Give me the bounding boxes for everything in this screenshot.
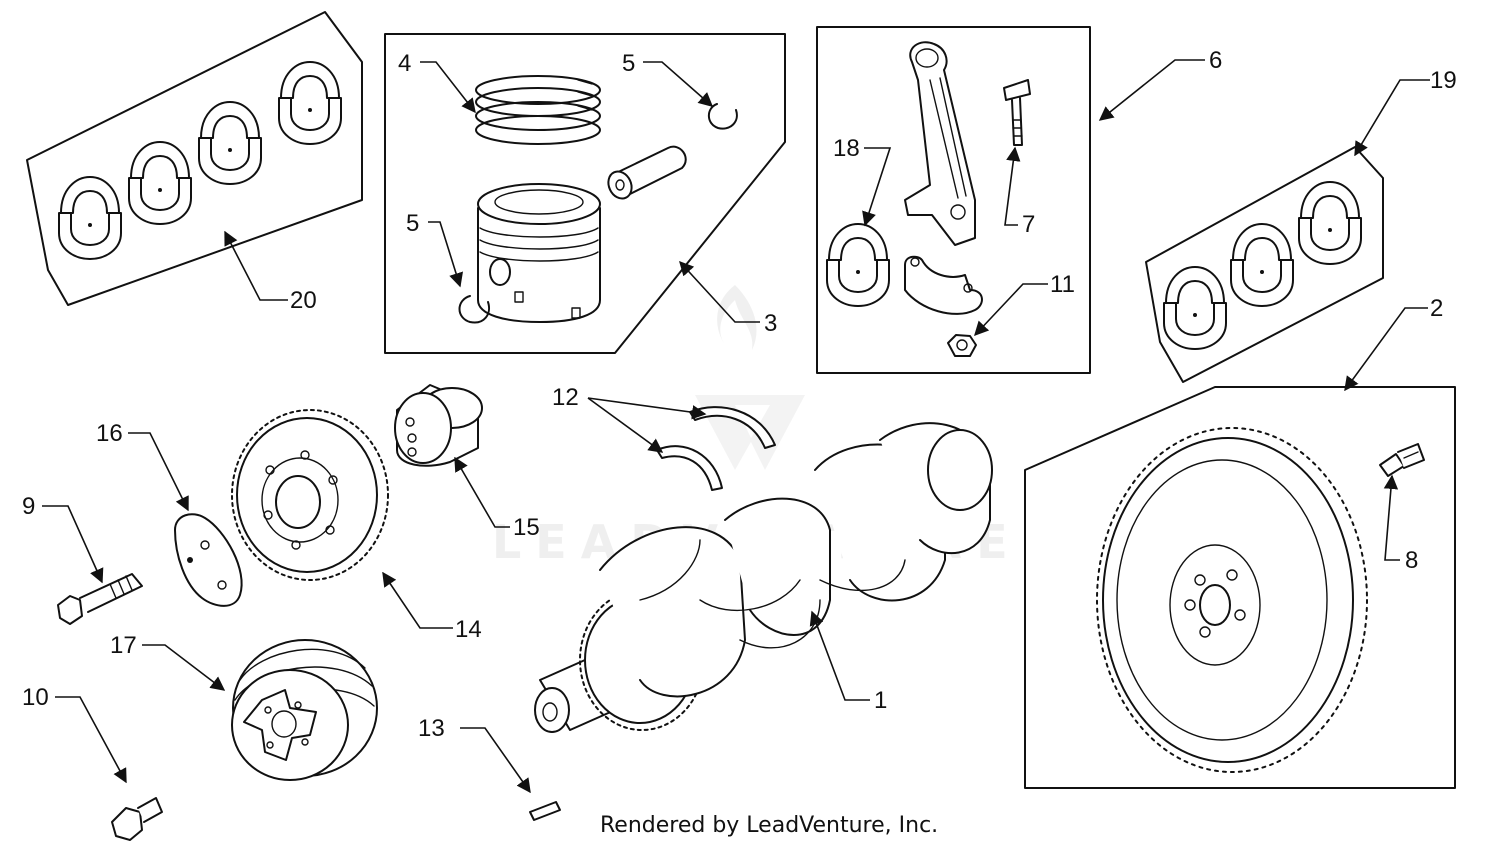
- piston-ring-set-4[interactable]: [475, 75, 601, 145]
- bolt-9[interactable]: [57, 573, 143, 625]
- callout-2: 2: [1430, 295, 1443, 322]
- callout-1: 1: [874, 687, 887, 714]
- callout-19: 19: [1430, 67, 1457, 94]
- bearing-set-19[interactable]: [1145, 146, 1384, 383]
- thrust-plate-16[interactable]: [174, 513, 243, 607]
- piston-assembly-3[interactable]: [384, 33, 786, 354]
- callout-14: 14: [455, 616, 482, 643]
- callout-9: 9: [22, 493, 35, 520]
- callout-15: 15: [513, 514, 540, 541]
- rod-bearing-shells-18[interactable]: [826, 223, 890, 307]
- crank-pulley-17[interactable]: [231, 639, 378, 781]
- circlip-5-top[interactable]: [707, 103, 738, 130]
- bushing-15[interactable]: [394, 384, 483, 467]
- woodruff-key-13[interactable]: [529, 801, 561, 821]
- flywheel-bolt-8[interactable]: [1379, 443, 1425, 477]
- crankshaft-1[interactable]: [534, 422, 993, 733]
- callout-18: 18: [833, 135, 860, 162]
- callout-4: 4: [398, 50, 411, 77]
- callout-5-left: 5: [406, 210, 419, 237]
- callout-7: 7: [1022, 211, 1035, 238]
- callout-leaders: [42, 59, 1430, 794]
- bolt-10[interactable]: [111, 797, 163, 841]
- render-credit: Rendered by LeadVenture, Inc.: [600, 813, 938, 838]
- piston-pin[interactable]: [604, 145, 687, 203]
- callout-8: 8: [1405, 547, 1418, 574]
- callout-20: 20: [290, 287, 317, 314]
- callout-3: 3: [764, 310, 777, 337]
- rod-nut-11[interactable]: [947, 334, 977, 357]
- callout-5-top: 5: [622, 50, 635, 77]
- callout-13: 13: [418, 715, 445, 742]
- callout-17: 17: [110, 632, 137, 659]
- connecting-rod-assembly-6[interactable]: [816, 26, 1091, 374]
- circlip-5-left[interactable]: [458, 295, 490, 324]
- main-bearing-set-20[interactable]: [26, 11, 363, 306]
- piston[interactable]: [477, 183, 601, 323]
- flywheel[interactable]: [1096, 427, 1368, 773]
- rod-cap[interactable]: [904, 255, 983, 315]
- callout-10: 10: [22, 684, 49, 711]
- callout-12: 12: [552, 384, 579, 411]
- connecting-rod[interactable]: [904, 41, 976, 246]
- callout-6: 6: [1209, 47, 1222, 74]
- rod-bolt-7[interactable]: [1003, 79, 1031, 146]
- callout-16: 16: [96, 420, 123, 447]
- flywheel-assembly-2[interactable]: [1024, 386, 1456, 789]
- callout-labels: 4 5 5 3 20 6 7 18 11 19 2 8 12 15 16 9 1…: [22, 47, 1457, 742]
- callout-11: 11: [1050, 271, 1075, 298]
- idler-gear-14[interactable]: [231, 409, 389, 581]
